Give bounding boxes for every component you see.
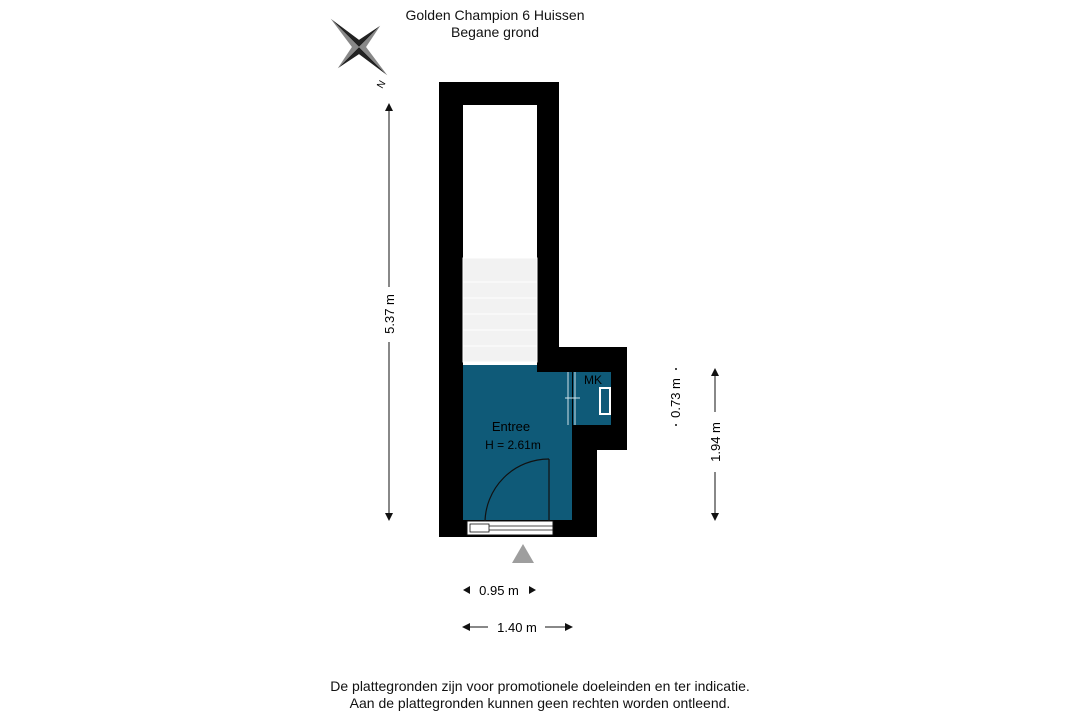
dimension-total-width-label: 1.40 m <box>497 620 537 635</box>
address-title: Golden Champion 6 Huissen <box>405 7 585 23</box>
dimension-right-length-label: 1.94 m <box>708 422 723 462</box>
compass-north-label: N <box>375 79 388 91</box>
compass-rose-icon <box>330 18 388 76</box>
plan-title: Golden Champion 6 Huissen Begane grond <box>345 7 645 41</box>
meter-cupboard-fixture <box>599 387 611 415</box>
entrance-arrow-icon <box>512 544 534 563</box>
dimension-right-length: 1.94 m <box>708 368 723 521</box>
entrance-room <box>463 365 572 520</box>
room-height-entree: H = 2.61m <box>485 438 541 452</box>
dimension-total-length: 5.37 m <box>382 103 397 521</box>
disclaimer-line-1: De plattegronden zijn voor promotionele … <box>330 678 750 694</box>
dimension-total-width: 1.40 m <box>462 620 573 635</box>
dimension-door-width: 0.95 m <box>463 583 536 598</box>
dimension-cupboard-depth-label: 0.73 m <box>668 378 683 418</box>
disclaimer: De plattegronden zijn voor promotionele … <box>240 678 840 712</box>
floor-label: Begane grond <box>451 24 539 40</box>
entrance-door-frame <box>466 520 554 536</box>
dimension-cupboard-depth: 0.73 m <box>668 368 683 426</box>
dimension-door-width-label: 0.95 m <box>479 583 519 598</box>
door-swing <box>484 458 550 524</box>
room-name-entree: Entree <box>492 419 530 434</box>
cupboard-doors <box>565 372 580 425</box>
dimension-total-length-label: 5.37 m <box>382 294 397 334</box>
disclaimer-line-2: Aan de plattegronden kunnen geen rechten… <box>349 695 731 711</box>
room-name-mk: MK <box>584 373 602 387</box>
stairs <box>462 257 538 363</box>
